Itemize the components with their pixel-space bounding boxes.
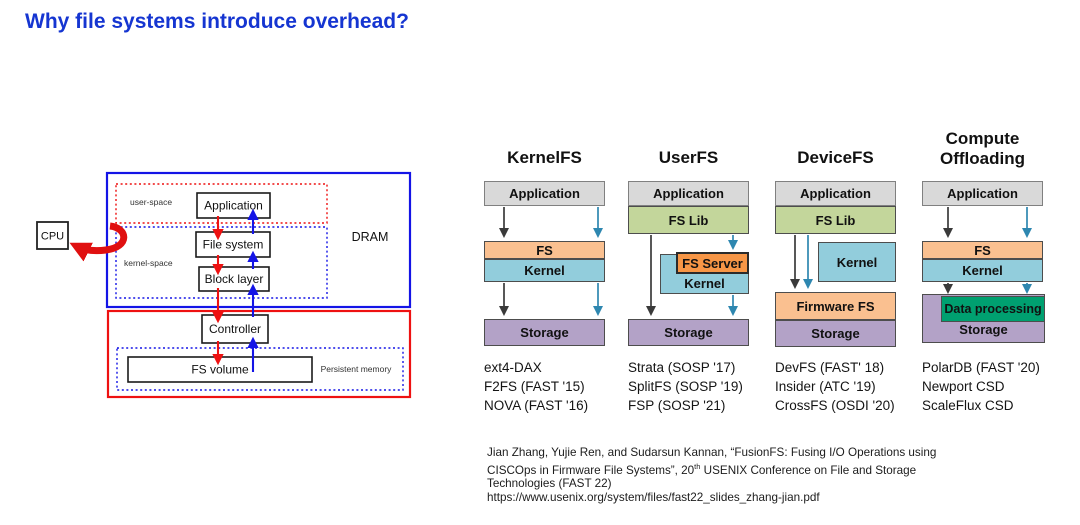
devicefs-papers: DevFS (FAST' 18) Insider (ATC '19) Cross… bbox=[775, 358, 910, 415]
cpu-loop-arrow bbox=[69, 222, 128, 262]
kernelfs-fs-box: FS bbox=[484, 241, 605, 259]
compute-fs-box: FS bbox=[922, 241, 1043, 259]
devicefs-application-box: Application bbox=[775, 181, 896, 206]
paper-item: Newport CSD bbox=[922, 379, 1005, 394]
kernel-io-path-diagram: user-space kernel-space DRAM Persistent … bbox=[36, 171, 412, 399]
file-system-label: File system bbox=[203, 238, 264, 252]
kernelfs-papers: ext4-DAX F2FS (FAST '15) NOVA (FAST '16) bbox=[484, 358, 619, 415]
compute-papers: PolarDB (FAST '20) Newport CSD ScaleFlux… bbox=[922, 358, 1057, 415]
citation-url: https://www.usenix.org/system/files/fast… bbox=[487, 491, 820, 505]
paper-item: Strata (SOSP '17) bbox=[628, 360, 736, 375]
userfs-storage-box: Storage bbox=[628, 319, 749, 346]
dram-label: DRAM bbox=[352, 230, 389, 244]
cpu-label: CPU bbox=[41, 231, 64, 243]
devicefs-kernel-box: Kernel bbox=[818, 242, 896, 282]
persistent-memory-dotted-box bbox=[116, 347, 404, 391]
column-title-userfs: UserFS bbox=[658, 148, 719, 167]
compute-data-processing-box: Data processing bbox=[941, 296, 1045, 322]
block-layer-box bbox=[198, 266, 270, 292]
kernel-space-label: kernel-space bbox=[124, 258, 173, 268]
citation: Jian Zhang, Yujie Ren, and Sudarsun Kann… bbox=[487, 446, 1080, 505]
citation-line: Technologies (FAST 22) bbox=[487, 477, 612, 491]
kernelfs-storage-box: Storage bbox=[484, 319, 605, 346]
persistent-region-box bbox=[106, 309, 412, 399]
column-title-compute-offloading: Compute Offloading bbox=[940, 129, 1025, 169]
kernelfs-application-box: Application bbox=[484, 181, 605, 206]
citation-line: Jian Zhang, Yujie Ren, and Sudarsun Kann… bbox=[487, 446, 937, 459]
controller-box bbox=[201, 314, 269, 344]
column-kernelfs: KernelFS Application FS Kernel Storage e… bbox=[484, 0, 605, 420]
column-compute-offloading: Compute Offloading Application FS Kernel… bbox=[922, 0, 1045, 420]
column-title-kernelfs: KernelFS bbox=[507, 148, 582, 167]
block-layer-label: Block layer bbox=[205, 272, 264, 286]
userfs-papers: Strata (SOSP '17) SplitFS (SOSP '19) FSP… bbox=[628, 358, 763, 415]
page-title: Why file systems introduce overhead? bbox=[25, 10, 409, 33]
paper-item: F2FS (FAST '15) bbox=[484, 379, 585, 394]
persistent-memory-label: Persistent memory bbox=[321, 364, 393, 374]
user-space-label: user-space bbox=[130, 197, 172, 207]
fs-volume-label: FS volume bbox=[191, 363, 249, 377]
paper-item: NOVA (FAST '16) bbox=[484, 398, 589, 413]
compute-kernel-box: Kernel bbox=[922, 259, 1043, 282]
dram-region-box bbox=[105, 171, 412, 309]
paper-item: SplitFS (SOSP '19) bbox=[628, 379, 743, 394]
paper-item: Insider (ATC '19) bbox=[775, 379, 876, 394]
column-userfs: UserFS Application FS Lib Kernel FS Serv… bbox=[628, 0, 749, 420]
paper-item: ext4-DAX bbox=[484, 360, 542, 375]
application-label: Application bbox=[204, 199, 263, 213]
paper-item: FSP (SOSP '21) bbox=[628, 398, 726, 413]
userfs-fsserver-box: FS Server bbox=[676, 252, 749, 274]
compute-application-box: Application bbox=[922, 181, 1043, 206]
controller-label: Controller bbox=[209, 322, 261, 336]
devicefs-fslib-box: FS Lib bbox=[775, 206, 896, 234]
column-devicefs: DeviceFS Application FS Lib Kernel Firmw… bbox=[775, 0, 896, 420]
user-space-dotted-box bbox=[115, 183, 328, 224]
fs-volume-box bbox=[127, 356, 313, 383]
file-system-box bbox=[195, 231, 271, 258]
devicefs-firmwarefs-box: Firmware FS bbox=[775, 292, 896, 320]
paper-item: PolarDB (FAST '20) bbox=[922, 360, 1040, 375]
userfs-fslib-box: FS Lib bbox=[628, 206, 749, 234]
paper-item: CrossFS (OSDI '20) bbox=[775, 398, 895, 413]
cpu-box bbox=[36, 221, 69, 250]
userfs-application-box: Application bbox=[628, 181, 749, 206]
column-title-devicefs: DeviceFS bbox=[797, 148, 874, 167]
application-box bbox=[196, 192, 271, 219]
paper-item: ScaleFlux CSD bbox=[922, 398, 1014, 413]
devicefs-storage-box: Storage bbox=[775, 320, 896, 347]
kernel-space-dotted-box bbox=[115, 226, 328, 299]
paper-item: DevFS (FAST' 18) bbox=[775, 360, 885, 375]
citation-line: CISCOps in Firmware File Systems”, 20th … bbox=[487, 461, 917, 477]
kernelfs-kernel-box: Kernel bbox=[484, 259, 605, 282]
